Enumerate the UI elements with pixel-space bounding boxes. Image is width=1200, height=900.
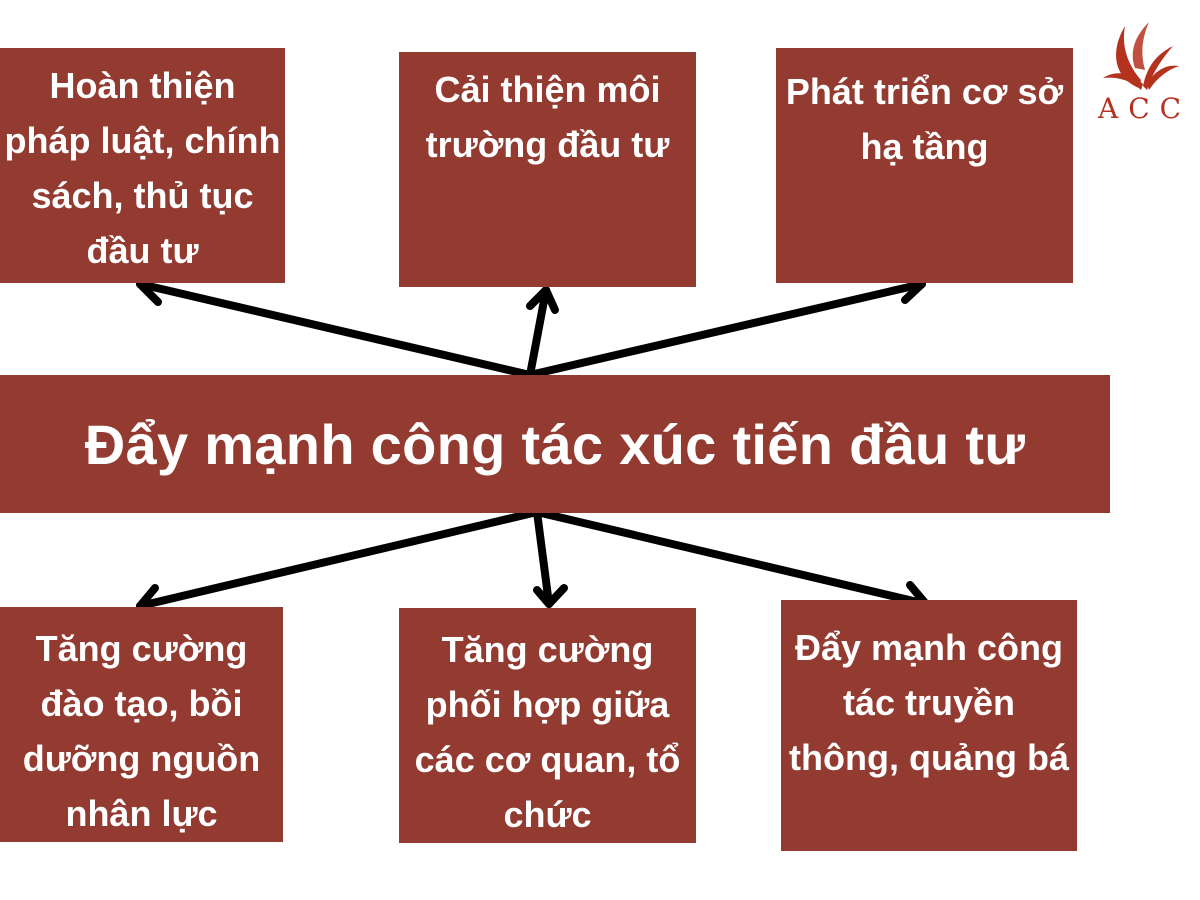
arrow-bottom-left (136, 508, 541, 610)
box-communication: Đẩy mạnh công tác truyền thông, quảng bá (781, 600, 1077, 851)
center-box: Đẩy mạnh công tác xúc tiến đầu tư (0, 375, 1110, 513)
box-coordination: Tăng cường phối hợp giữa các cơ quan, tổ… (399, 608, 696, 843)
box-legal-policy: Hoàn thiện pháp luật, chính sách, thủ tụ… (0, 48, 285, 283)
box-human-resources: Tăng cường đào tạo, bồi dưỡng nguồn nhân… (0, 607, 283, 842)
arrow-bottom-middle (533, 508, 553, 608)
box-infrastructure-label: Phát triển cơ sở hạ tầng (785, 71, 1064, 167)
box-human-resources-label: Tăng cường đào tạo, bồi dưỡng nguồn nhân… (22, 628, 261, 834)
box-communication-label: Đẩy mạnh công tác truyền thông, quảng bá (789, 627, 1069, 778)
box-investment-environment: Cải thiện môi trường đầu tư (399, 52, 696, 287)
center-label: Đẩy mạnh công tác xúc tiến đầu tư (84, 412, 1026, 476)
logo-text: ACC (1098, 92, 1192, 125)
arrow-top-right (526, 280, 926, 379)
box-legal-policy-label: Hoàn thiện pháp luật, chính sách, thủ tụ… (4, 65, 281, 271)
arrow-bottom-right (533, 508, 930, 608)
arrow-top-middle (526, 286, 550, 379)
arrowhead-top-middle (526, 286, 559, 314)
box-coordination-label: Tăng cường phối hợp giữa các cơ quan, tổ… (414, 629, 681, 835)
acc-logo-flame-icon (1103, 22, 1179, 90)
box-infrastructure: Phát triển cơ sở hạ tầng (776, 48, 1073, 283)
box-investment-environment-label: Cải thiện môi trường đầu tư (425, 69, 670, 165)
arrowhead-bottom-middle (533, 584, 568, 608)
arrow-top-left (136, 280, 534, 379)
